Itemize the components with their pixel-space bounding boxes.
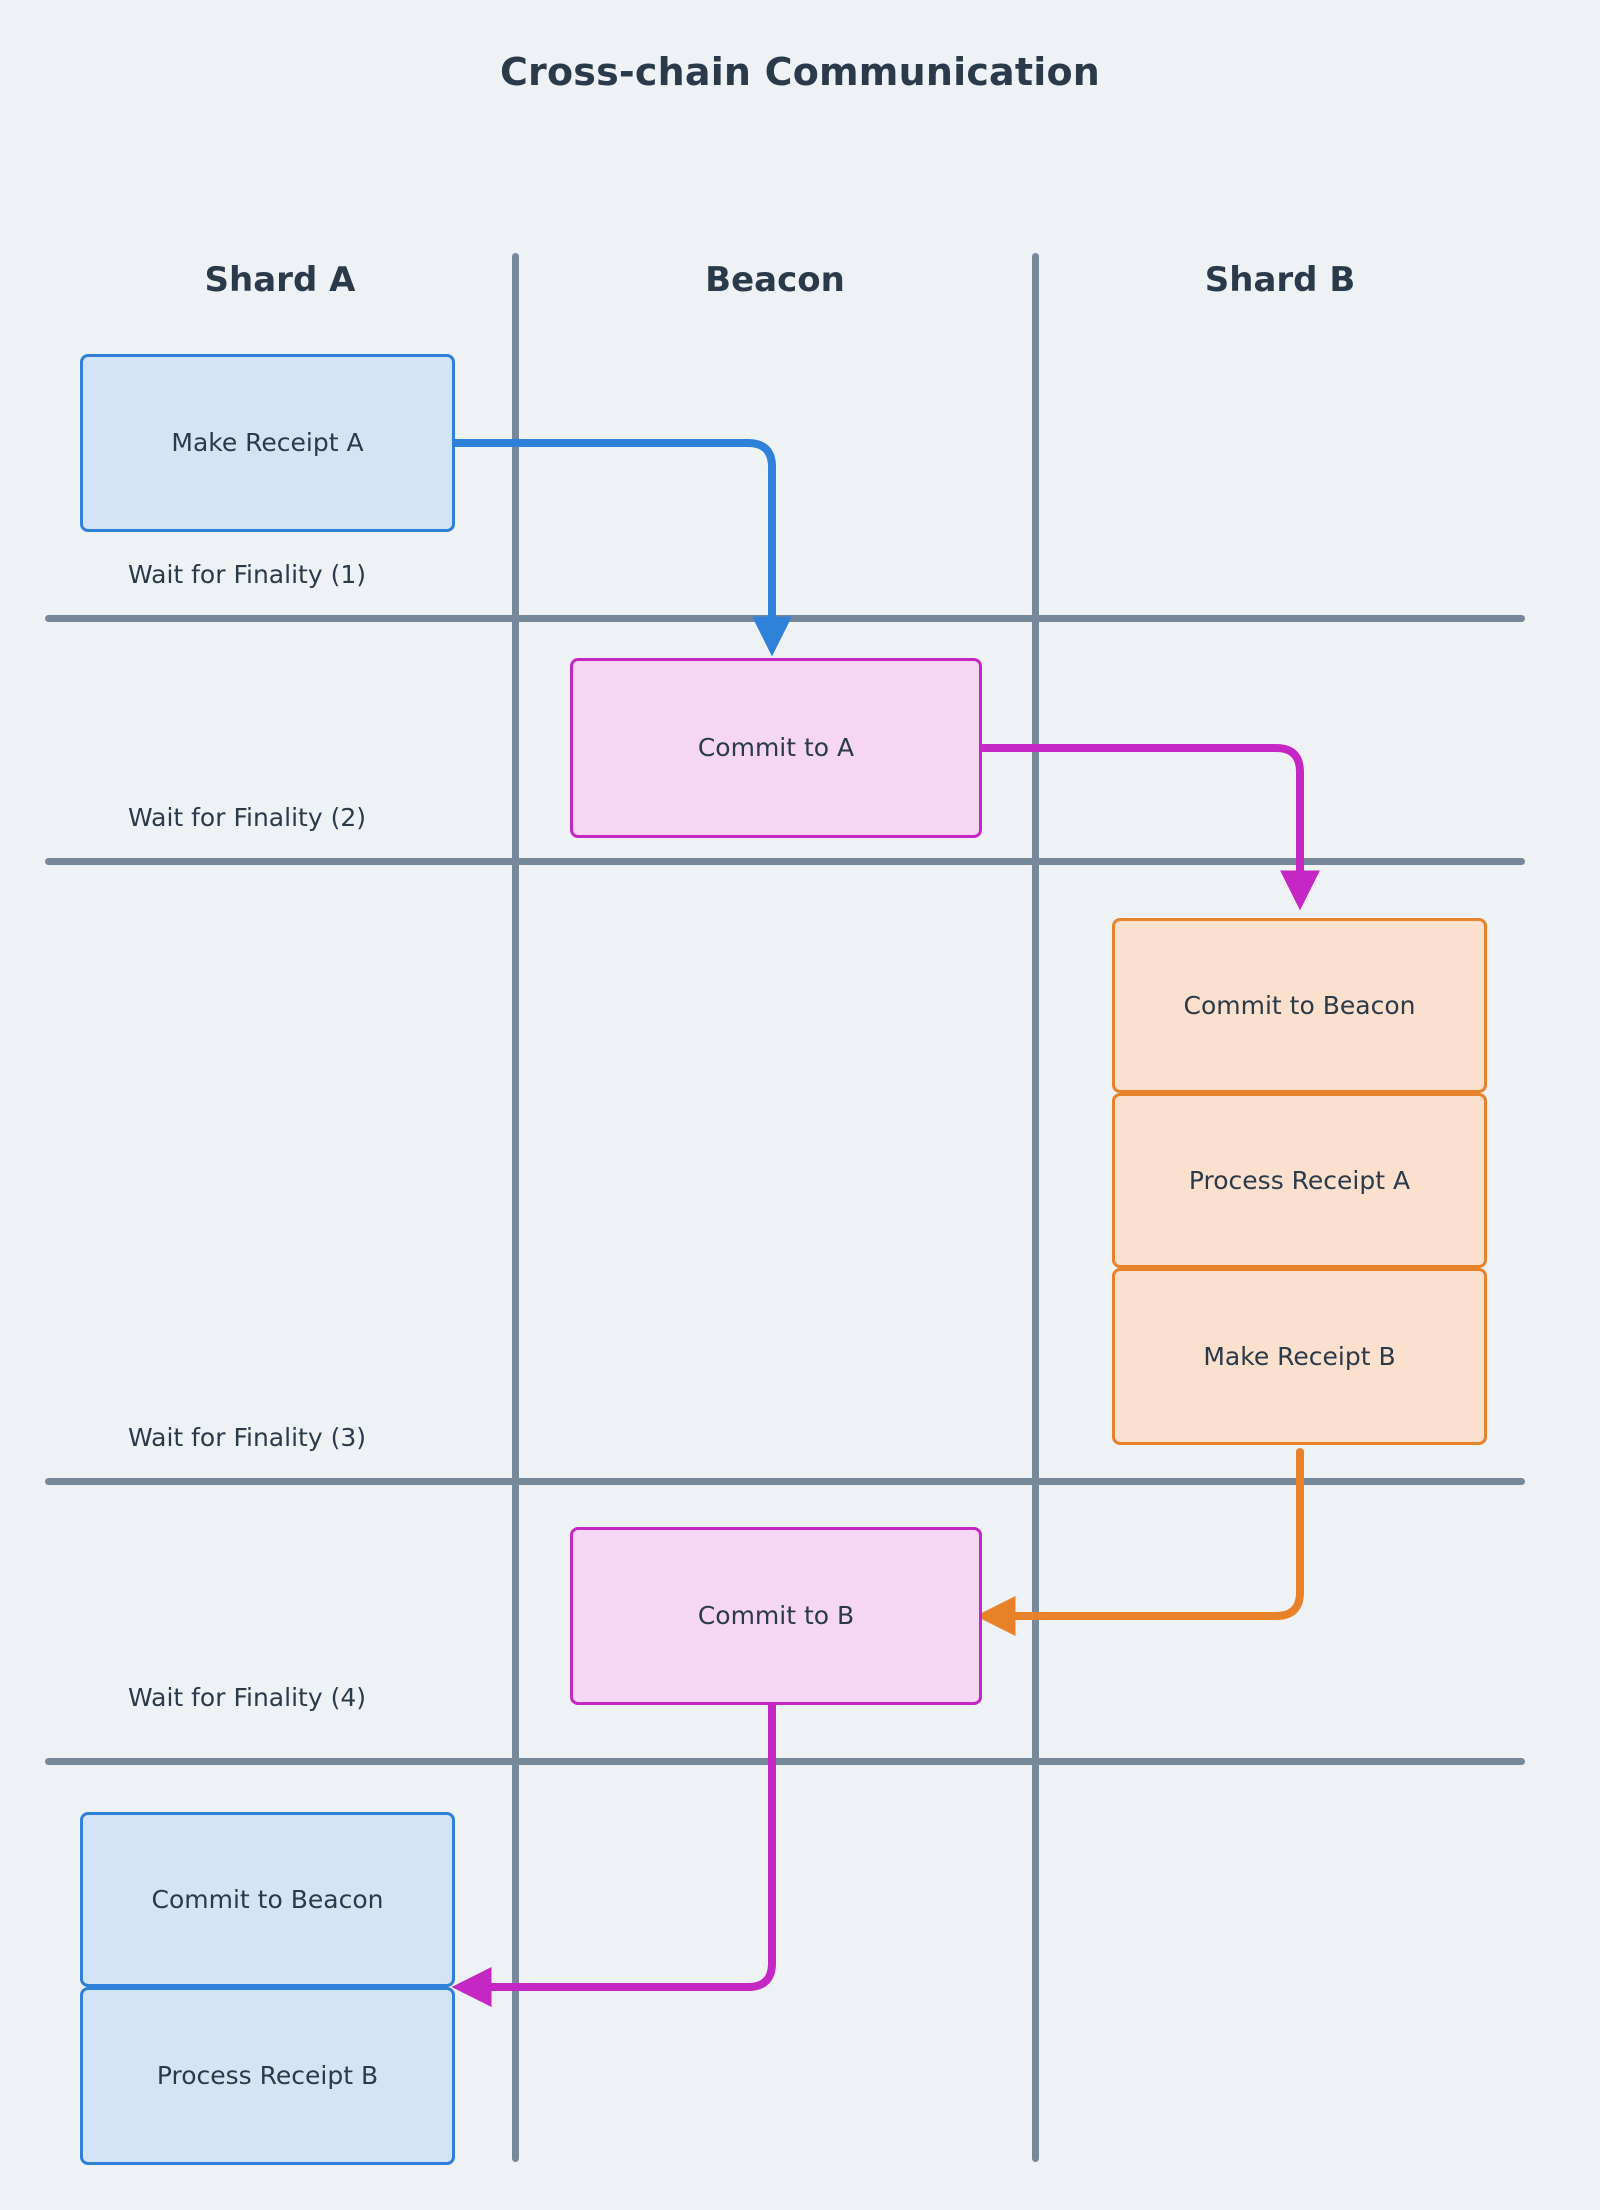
page-title: Cross-chain Communication xyxy=(499,50,1101,94)
node-label: Process Receipt B xyxy=(156,2061,379,2090)
wait-for-finality-1: Wait for Finality (1) xyxy=(128,560,366,589)
node-shard-b-commit-to-beacon[interactable]: Commit to Beacon xyxy=(1112,918,1487,1093)
column-header-beacon: Beacon xyxy=(705,260,845,300)
node-make-receipt-a[interactable]: Make Receipt A xyxy=(80,354,455,532)
node-label: Make Receipt A xyxy=(171,428,364,457)
column-header-shard-b: Shard B xyxy=(1204,260,1356,300)
lane-divider-right xyxy=(1032,253,1039,2162)
finality-divider-1 xyxy=(45,615,1525,622)
finality-divider-4 xyxy=(45,1758,1525,1765)
column-header-shard-a: Shard A xyxy=(204,260,356,300)
wait-for-finality-3: Wait for Finality (3) xyxy=(128,1423,366,1452)
node-shard-a-process-receipt-b[interactable]: Process Receipt B xyxy=(80,1987,455,2165)
node-shard-a-commit-to-beacon[interactable]: Commit to Beacon xyxy=(80,1812,455,1987)
finality-divider-2 xyxy=(45,858,1525,865)
edge-make-receipt-b-to-commit-to-b xyxy=(975,1448,1304,1636)
wait-for-finality-4: Wait for Finality (4) xyxy=(128,1683,366,1712)
edge-make-receipt-a-to-commit-to-a xyxy=(451,439,792,657)
node-label: Commit to Beacon xyxy=(151,1884,384,1914)
finality-divider-3 xyxy=(45,1478,1525,1485)
wait-for-finality-2: Wait for Finality (2) xyxy=(128,803,366,832)
node-label: Process Receipt A xyxy=(1188,1165,1411,1195)
node-label: Commit to Beacon xyxy=(1183,990,1416,1020)
node-shard-b-make-receipt-b[interactable]: Make Receipt B xyxy=(1112,1268,1487,1445)
lane-divider-left xyxy=(512,253,519,2162)
node-commit-to-b[interactable]: Commit to B xyxy=(570,1527,982,1705)
edge-commit-to-a-to-shard-b xyxy=(978,744,1320,911)
node-label: Commit to A xyxy=(697,733,855,762)
node-commit-to-a[interactable]: Commit to A xyxy=(570,658,982,838)
node-label: Make Receipt B xyxy=(1203,1341,1396,1371)
node-label: Commit to B xyxy=(697,1601,855,1630)
node-shard-b-process-receipt-a[interactable]: Process Receipt A xyxy=(1112,1093,1487,1268)
